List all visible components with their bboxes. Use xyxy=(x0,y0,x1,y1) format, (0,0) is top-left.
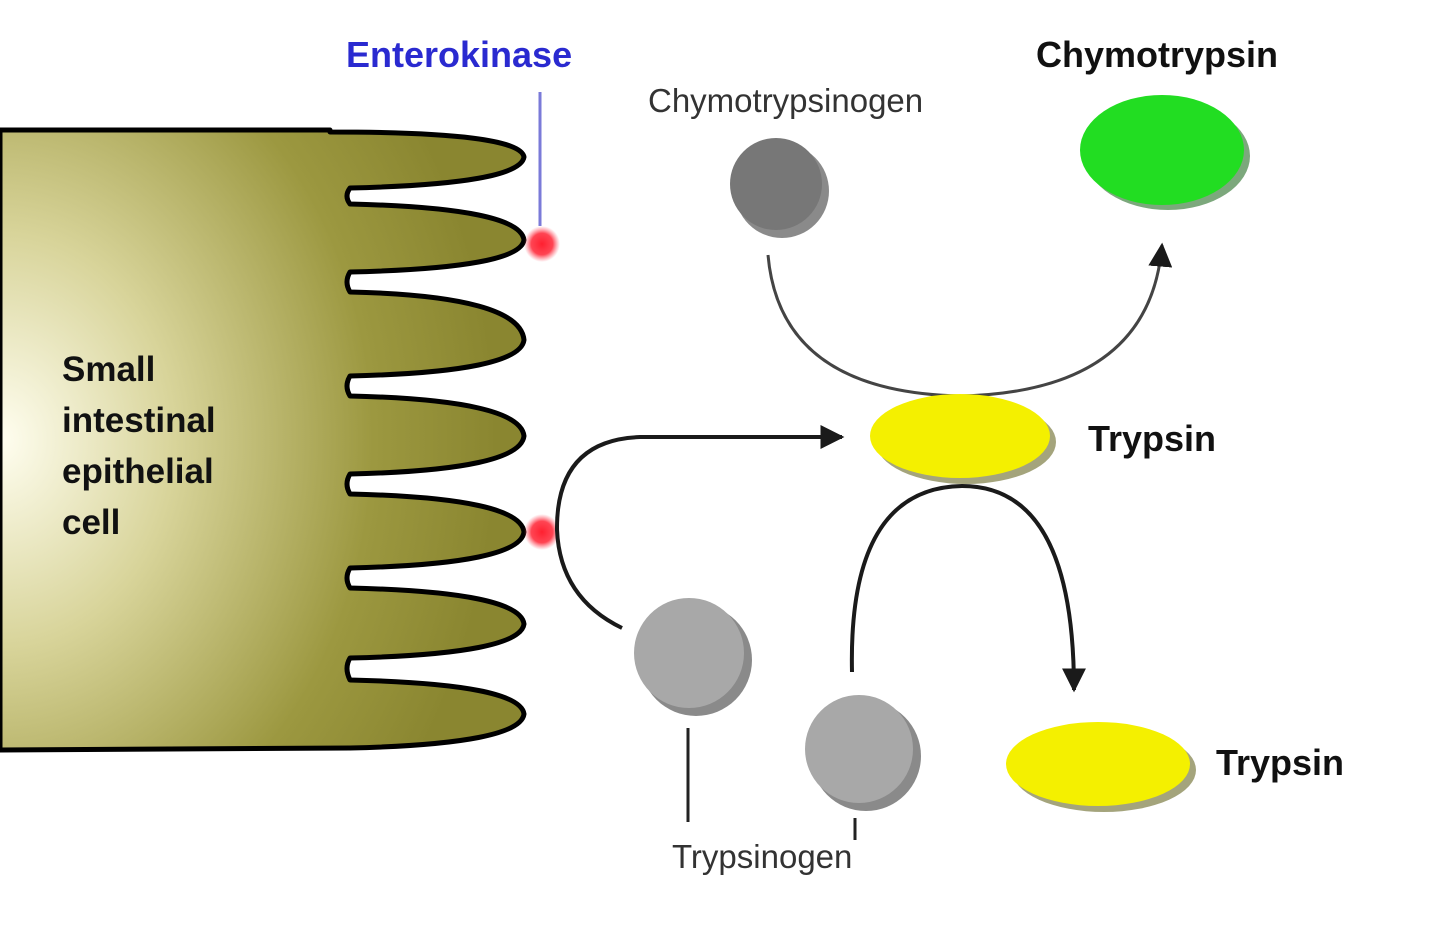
trypsin-label-bottom: Trypsin xyxy=(1216,742,1345,783)
chymotrypsinogen-label: Chymotrypsinogen xyxy=(648,82,924,119)
epithelial-cell xyxy=(0,127,527,753)
cell-label: Small intestinal epithelial cell xyxy=(62,344,216,548)
enterokinase-dot-top xyxy=(524,226,560,262)
enterokinase-label: Enterokinase xyxy=(346,34,573,75)
enterokinase-dot-middle xyxy=(524,514,560,550)
cell-label-line-4: cell xyxy=(62,503,121,542)
chymotrypsin-label: Chymotrypsin xyxy=(1036,34,1279,75)
trypsinogen-molecule-right xyxy=(805,695,921,811)
chymotrypsinogen-molecule xyxy=(730,138,829,238)
cell-label-line-3: epithelial xyxy=(62,452,214,491)
trypsin-label-top: Trypsin xyxy=(1088,418,1217,459)
chymotrypsin-molecule xyxy=(1080,95,1250,210)
activation-arrow-trypsin xyxy=(849,483,1086,693)
trypsinogen-label: Trypsinogen xyxy=(672,838,853,875)
trypsin-molecule-top xyxy=(870,394,1056,484)
cell-label-line-1: Small xyxy=(62,350,156,389)
cell-label-line-2: intestinal xyxy=(62,401,216,440)
activation-arrow-enterokinase xyxy=(554,425,845,630)
trypsinogen-molecule-left xyxy=(634,598,752,716)
trypsin-molecule-bottom xyxy=(1006,722,1196,812)
activation-arrow-chymotrypsin xyxy=(766,242,1173,398)
